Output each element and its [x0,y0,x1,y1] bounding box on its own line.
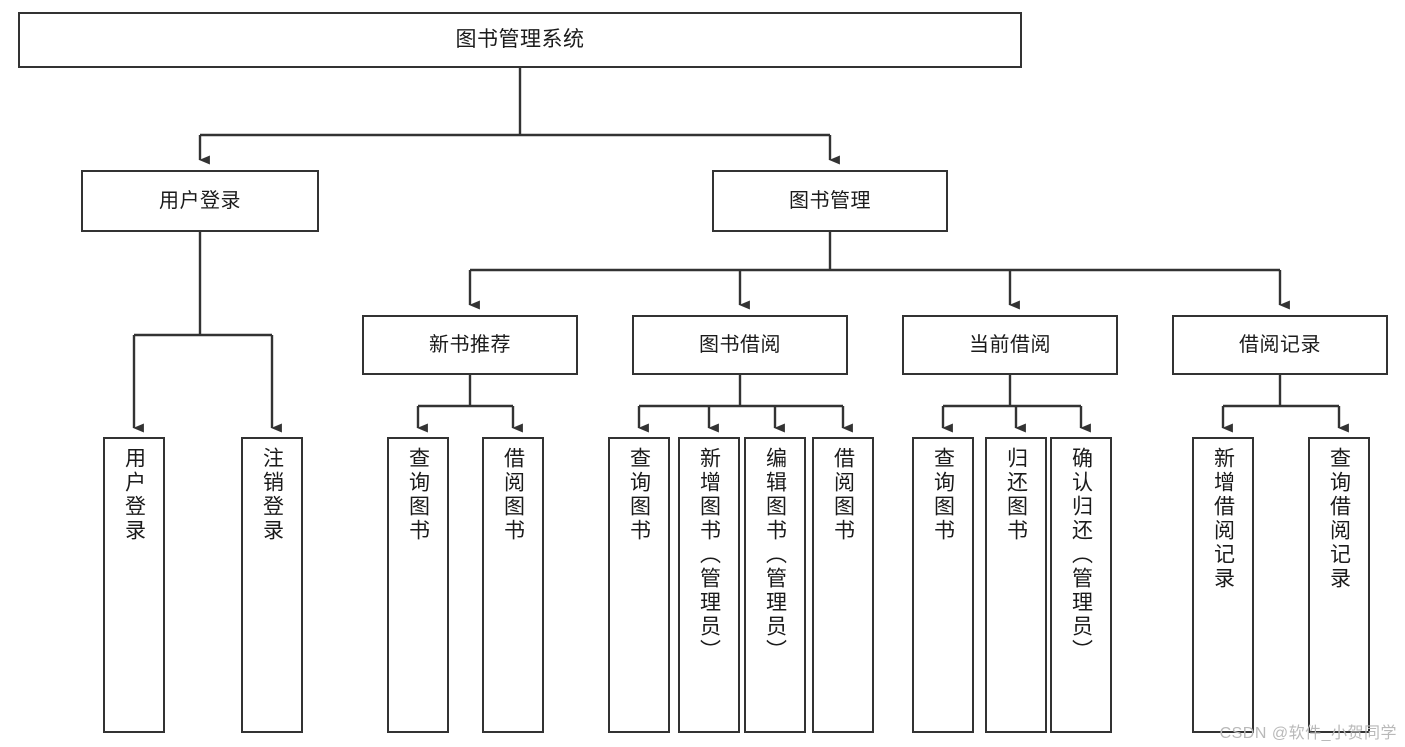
connector-group-book-manage [468,232,1290,310]
leaf-user-login-label: 用户登录 [122,447,146,543]
leaf-query-book-3-label: 查询图书 [931,447,955,543]
node-current-borrow-label: 当前借阅 [969,334,1051,356]
leaf-return-book[interactable]: 归还图书 [985,437,1047,733]
node-user-login-label: 用户登录 [159,190,241,212]
leaf-confirm-return[interactable]: 确认归还（管理员） [1050,437,1112,733]
node-root[interactable]: 图书管理系统 [18,12,1022,68]
leaf-confirm-return-label: 确认归还（管理员） [1069,447,1093,663]
node-user-login[interactable]: 用户登录 [81,170,319,232]
node-book-borrow[interactable]: 图书借阅 [632,315,848,375]
leaf-add-record[interactable]: 新增借阅记录 [1192,437,1254,733]
leaf-edit-book-label: 编辑图书（管理员） [763,447,787,663]
leaf-query-record-label: 查询借阅记录 [1327,447,1351,591]
leaf-query-book-2[interactable]: 查询图书 [608,437,670,733]
leaf-query-book-1[interactable]: 查询图书 [387,437,449,733]
leaf-query-book-1-label: 查询图书 [406,447,430,543]
node-book-manage[interactable]: 图书管理 [712,170,948,232]
leaf-edit-book[interactable]: 编辑图书（管理员） [744,437,806,733]
leaf-add-book-label: 新增图书（管理员） [697,447,721,663]
node-borrow-record[interactable]: 借阅记录 [1172,315,1388,375]
leaf-borrow-book-1-label: 借阅图书 [501,447,525,543]
node-new-book-rec-label: 新书推荐 [429,334,511,356]
node-book-manage-label: 图书管理 [789,190,871,212]
leaf-query-book-3[interactable]: 查询图书 [912,437,974,733]
leaf-query-book-2-label: 查询图书 [627,447,651,543]
leaf-user-logout-label: 注销登录 [260,447,284,543]
connector-group-book-borrow [637,375,853,433]
leaf-borrow-book-1[interactable]: 借阅图书 [482,437,544,733]
connector-group-current-borrow [941,375,1091,433]
leaf-borrow-book-2[interactable]: 借阅图书 [812,437,874,733]
connector-group-root [198,68,840,165]
leaf-add-book[interactable]: 新增图书（管理员） [678,437,740,733]
node-book-borrow-label: 图书借阅 [699,334,781,356]
node-borrow-record-label: 借阅记录 [1239,334,1321,356]
leaf-return-book-label: 归还图书 [1004,447,1028,543]
leaf-borrow-book-2-label: 借阅图书 [831,447,855,543]
connector-group-user-login [132,232,282,433]
node-root-label: 图书管理系统 [455,28,585,52]
leaf-add-record-label: 新增借阅记录 [1211,447,1235,591]
node-current-borrow[interactable]: 当前借阅 [902,315,1118,375]
leaf-user-logout[interactable]: 注销登录 [241,437,303,733]
leaf-user-login[interactable]: 用户登录 [103,437,165,733]
connector-group-borrow-record [1221,375,1349,433]
node-new-book-rec[interactable]: 新书推荐 [362,315,578,375]
connector-group-new-book-rec [416,375,523,433]
leaf-query-record[interactable]: 查询借阅记录 [1308,437,1370,733]
csdn-watermark: CSDN @软件_小贺同学 [1219,725,1397,742]
